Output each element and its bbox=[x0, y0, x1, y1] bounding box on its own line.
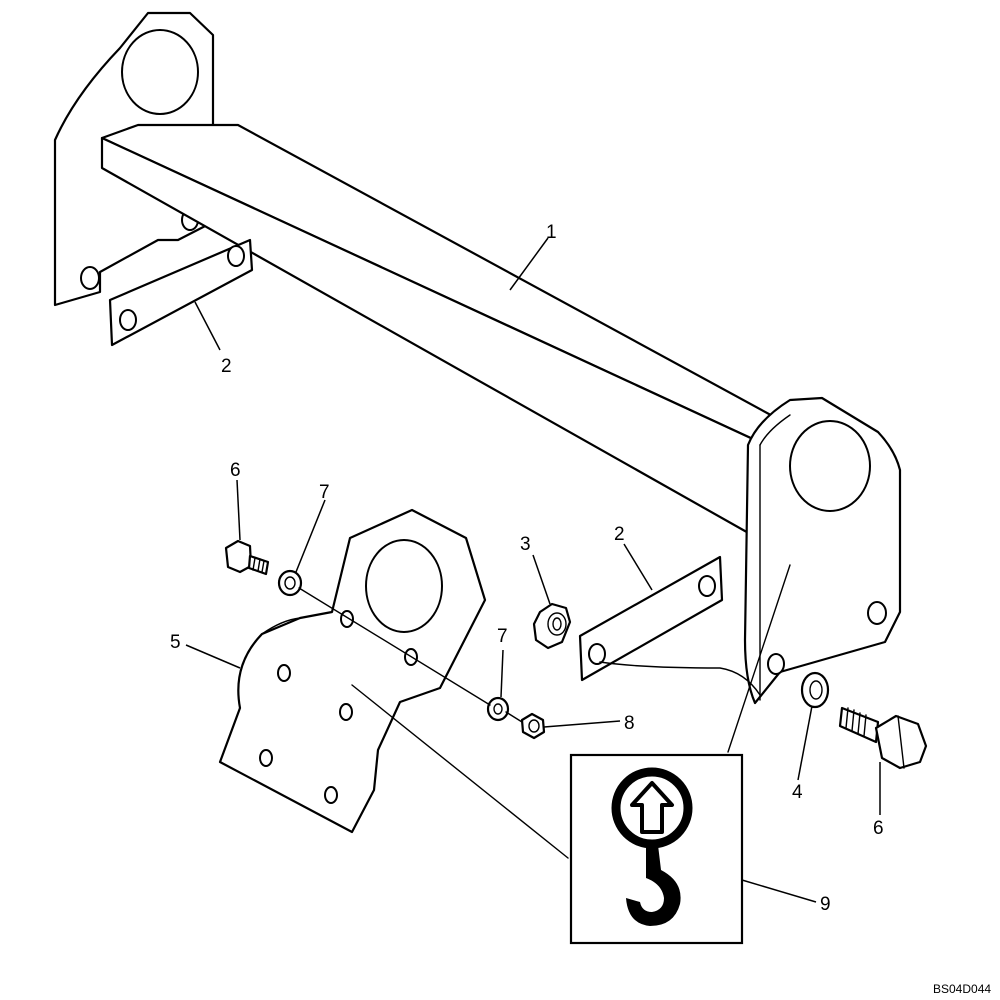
lifting-hook-icon bbox=[626, 845, 681, 926]
cross-bar-assembly bbox=[53, 11, 902, 705]
nut bbox=[532, 602, 572, 650]
callout-9: 9 bbox=[820, 894, 831, 915]
up-arrow-icon bbox=[630, 781, 674, 834]
callout-6: 6 bbox=[230, 460, 241, 481]
spacer-plate-right bbox=[578, 555, 724, 682]
bracket-bore bbox=[365, 539, 443, 633]
callout-8: 8 bbox=[624, 713, 635, 734]
bolt-right bbox=[838, 706, 928, 770]
left-plate-hole bbox=[80, 266, 100, 290]
lift-point-decal bbox=[569, 753, 744, 945]
callout-4: 4 bbox=[792, 782, 803, 803]
callout-5: 5 bbox=[170, 632, 181, 653]
callout-3: 3 bbox=[520, 534, 531, 555]
lock-washer-lower bbox=[486, 696, 510, 722]
spacer-plate-left bbox=[108, 238, 254, 347]
bolt-left bbox=[224, 539, 270, 576]
bracket bbox=[218, 508, 487, 834]
right-plate-hole bbox=[767, 653, 785, 675]
right-plate-hole bbox=[867, 601, 887, 625]
cross-tube-front bbox=[100, 136, 757, 537]
callout-7: 7 bbox=[319, 482, 330, 503]
right-plate-bore bbox=[789, 420, 871, 512]
washer bbox=[800, 671, 830, 709]
lock-washer-upper bbox=[277, 569, 303, 597]
callout-6: 6 bbox=[873, 818, 884, 839]
circle-icon bbox=[611, 767, 693, 849]
callout-2: 2 bbox=[614, 524, 625, 545]
callout-1: 1 bbox=[546, 222, 557, 243]
left-plate-bore bbox=[121, 29, 199, 115]
small-nut bbox=[520, 712, 546, 740]
drawing-reference-code: BS04D044 bbox=[933, 982, 991, 996]
callout-2: 2 bbox=[221, 356, 232, 377]
callout-7: 7 bbox=[497, 626, 508, 647]
